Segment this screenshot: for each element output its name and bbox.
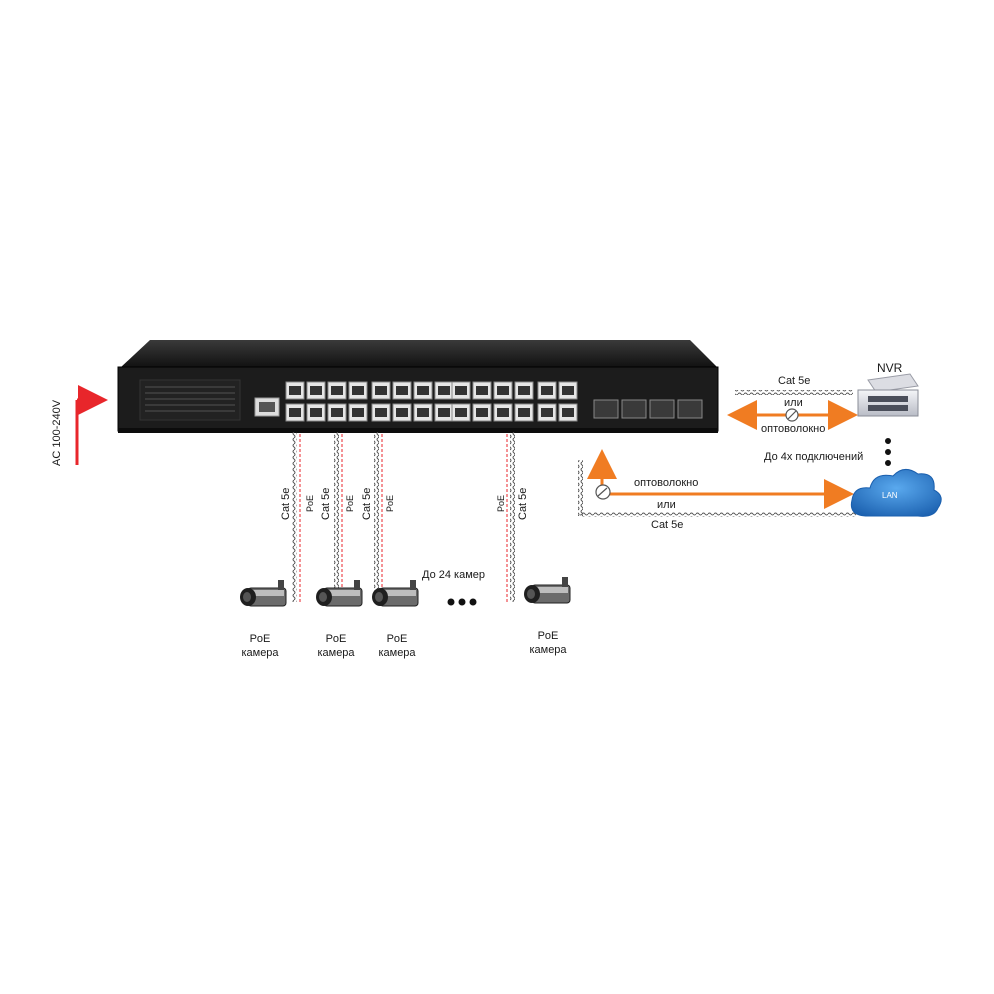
- dot-icon: [458, 598, 466, 606]
- cable-3-cat-label: Cat 5e: [361, 487, 373, 520]
- power-input: [75, 385, 108, 465]
- camera-4-name: камера: [529, 644, 567, 656]
- lan-fiber-label: оптоволокно: [634, 477, 699, 489]
- nvr-title: NVR: [877, 361, 903, 375]
- camera-icon: [316, 580, 363, 607]
- nvr-cable-label: Cat 5e: [778, 375, 811, 387]
- cable-1-cat-label: Cat 5e: [280, 487, 292, 520]
- camera-3-label: PoE камера: [362, 632, 432, 660]
- cable-1-poe-label: PoE: [305, 494, 315, 512]
- camera-3-type: PoE: [386, 633, 408, 645]
- cable-4-cat-label: Cat 5e: [517, 487, 529, 520]
- camera-cables: [292, 432, 515, 604]
- camera-2-name: камера: [317, 647, 355, 659]
- camera-1-type: PoE: [249, 633, 271, 645]
- camera-icon: [372, 580, 419, 607]
- camera-2-type: PoE: [325, 633, 347, 645]
- nvr-or-label: или: [784, 397, 803, 409]
- camera-icon: [524, 577, 571, 604]
- nvr-cat5e-cable: [735, 390, 853, 395]
- camera-icon: [240, 580, 287, 607]
- lan-links: [578, 449, 856, 517]
- camera-count-label: До 24 камер: [422, 569, 486, 581]
- rj45-ports: [285, 381, 578, 422]
- power-plug-icon: [84, 392, 90, 408]
- nvr-links: [727, 390, 858, 430]
- sfp-ports: [593, 399, 703, 419]
- dot-icon: [447, 598, 455, 606]
- dot-icon: [885, 449, 891, 455]
- nvr-connections-label: До 4х подключений: [764, 451, 864, 463]
- dot-icon: [885, 460, 891, 466]
- cable-2-poe-label: PoE: [345, 494, 355, 512]
- power-label: AC 100-240V: [51, 399, 63, 466]
- lan-or-label: или: [657, 499, 676, 511]
- cable-2-cat-label: Cat 5e: [320, 487, 332, 520]
- switch-device: [117, 340, 719, 433]
- camera-3-name: камера: [378, 647, 416, 659]
- lan-label: LAN: [882, 491, 898, 500]
- cable-4-poe-label: PoE: [496, 494, 506, 512]
- dot-icon: [885, 438, 891, 444]
- camera-icons: [240, 577, 571, 607]
- camera-1-name: камера: [241, 647, 279, 659]
- dot-icon: [469, 598, 477, 606]
- nvr-device: [857, 373, 919, 466]
- switch-top: [120, 340, 718, 368]
- lan-cloud-icon: [850, 469, 942, 517]
- lan-cable-label: Cat 5e: [651, 519, 684, 531]
- led-panel: [139, 379, 241, 421]
- camera-2-label: PoE камера: [301, 632, 371, 660]
- lan-cat5e-vertical: [578, 460, 583, 516]
- camera-1-label: PoE камера: [225, 632, 295, 660]
- more-cameras-dots: [447, 598, 477, 606]
- camera-4-type: PoE: [537, 630, 559, 642]
- nvr-fiber-label: оптоволокно: [761, 423, 826, 435]
- lan-cat5e-cable: [580, 512, 856, 517]
- camera-4-label: PoE камера: [513, 629, 583, 657]
- cable-3-poe-label: PoE: [385, 494, 395, 512]
